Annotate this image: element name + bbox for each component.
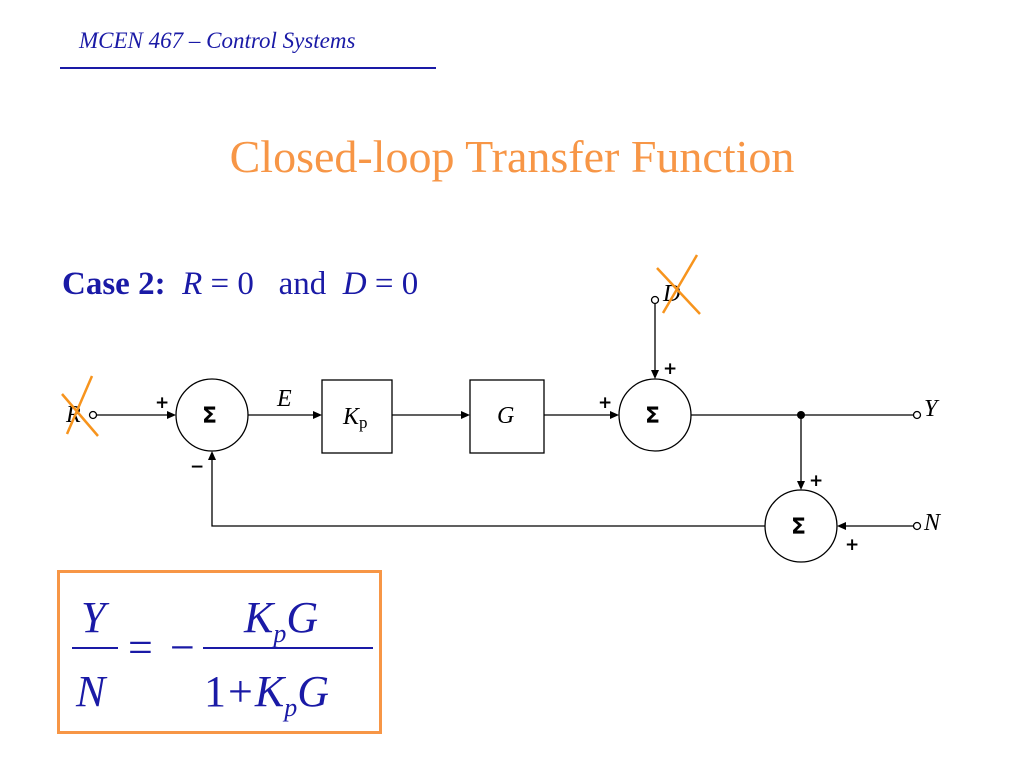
case-label: Case 2: bbox=[62, 266, 166, 302]
kp-block-label: Kp bbox=[342, 404, 368, 432]
arrow-into-sum3-top bbox=[797, 481, 805, 490]
feedback-path bbox=[211, 459, 765, 527]
formula-lhs-numerator: Y bbox=[81, 593, 110, 642]
case-eq-r: = 0 bbox=[202, 266, 254, 302]
formula-rhs-numerator: KpG bbox=[243, 593, 318, 648]
case-and: and bbox=[278, 266, 327, 302]
arrow-into-sum2-top bbox=[651, 370, 659, 379]
sum2-sigma: Σ bbox=[645, 404, 660, 429]
cross-mark-r bbox=[61, 375, 99, 437]
arrow-into-g bbox=[461, 411, 470, 419]
formula-lhs-denominator: N bbox=[75, 667, 108, 716]
arrow-into-sum2 bbox=[610, 411, 619, 419]
node-label-y: Y bbox=[924, 396, 940, 422]
sum1-minus-sign: − bbox=[190, 457, 204, 477]
formula-rhs-denominator: 1+KpG bbox=[204, 667, 329, 722]
formula-box bbox=[57, 570, 382, 734]
plant-block-g bbox=[469, 379, 545, 454]
formula-negative: − bbox=[170, 623, 195, 672]
course-header: MCEN 467 – Control Systems bbox=[79, 28, 356, 53]
header-divider bbox=[60, 67, 436, 69]
controller-block-kp bbox=[321, 379, 393, 454]
arrow-into-sum1-bottom bbox=[208, 451, 216, 460]
cross-mark-d bbox=[656, 254, 701, 315]
node-label-n: N bbox=[923, 510, 942, 536]
case-var-d: D bbox=[342, 266, 367, 302]
sum2-plus-sign-top: + bbox=[663, 359, 677, 379]
formula-equals: = bbox=[128, 623, 153, 672]
arrow-into-sum1 bbox=[167, 411, 176, 419]
case-statement: Case 2: R = 0 and D = 0 bbox=[62, 266, 418, 303]
case-var-r: R bbox=[182, 266, 203, 302]
node-y-terminal bbox=[912, 410, 922, 420]
sum1-sigma: Σ bbox=[202, 404, 217, 429]
case-eq-d: = 0 bbox=[366, 266, 419, 302]
sum3-plus-sign-right: + bbox=[845, 535, 859, 555]
g-block-label: G bbox=[497, 403, 514, 429]
node-label-e: E bbox=[276, 386, 292, 412]
sum2-plus-sign-left: + bbox=[598, 393, 612, 413]
slide-title: Closed-loop Transfer Function bbox=[229, 131, 795, 182]
arrow-into-kp bbox=[313, 411, 322, 419]
sum3-plus-sign-top: + bbox=[809, 471, 823, 491]
arrow-into-sum3-right bbox=[837, 522, 846, 530]
sum1-plus-sign: + bbox=[155, 393, 169, 413]
sum3-sigma: Σ bbox=[791, 515, 806, 540]
